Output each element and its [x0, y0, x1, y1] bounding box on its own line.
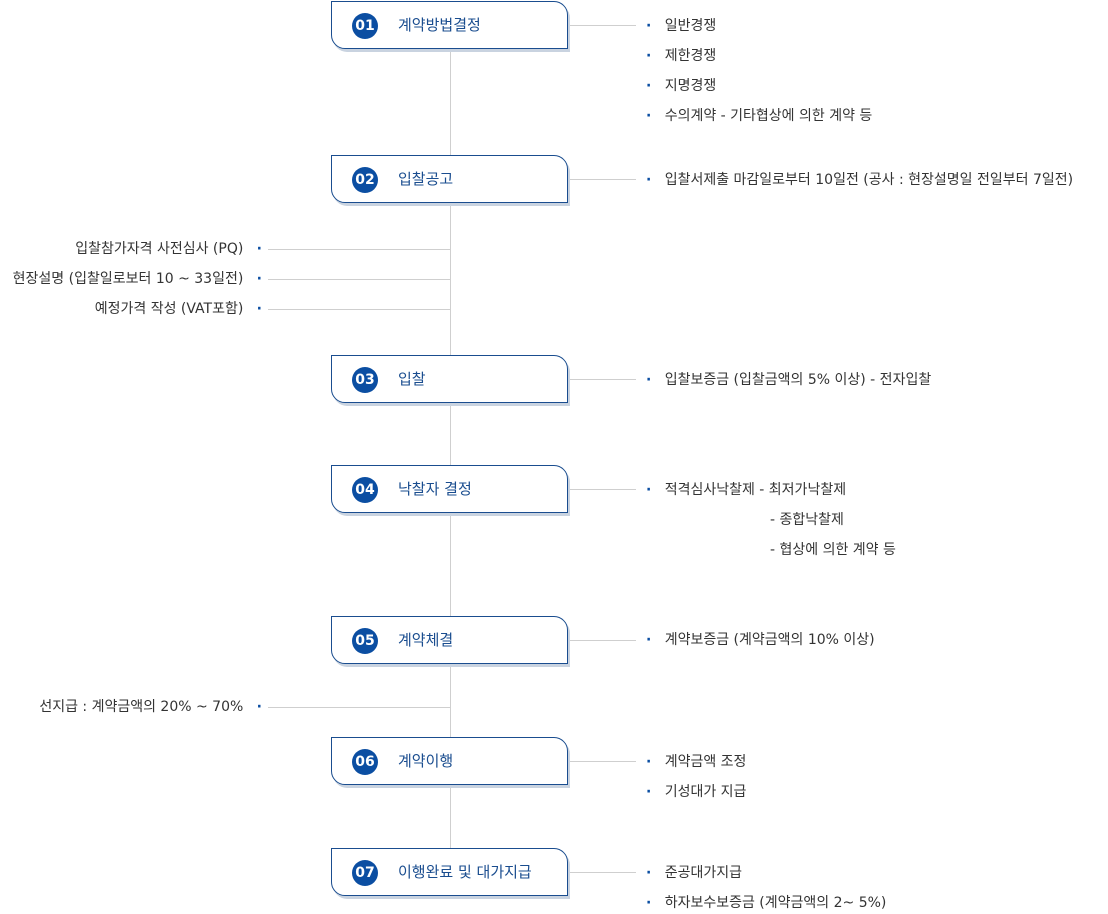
step-03-item: · 입찰보증금 (입찰금액의 5% 이상) - 전자입찰 [646, 371, 931, 389]
connector-line [268, 249, 450, 250]
bullet-icon: · [646, 108, 652, 124]
bullet-icon: · [646, 784, 652, 800]
connector-line [268, 309, 450, 310]
left-note: 현장설명 (입찰일로보터 10 ~ 33일전) · [13, 270, 262, 288]
bullet-icon: · [646, 372, 652, 388]
step-number-badge: 04 [352, 477, 378, 503]
step-01-box: 01 계약방법결정 [331, 1, 568, 49]
step-06-item: · 계약금액 조정 [646, 753, 746, 771]
bullet-icon: · [256, 699, 262, 715]
step-number-badge: 07 [352, 860, 378, 886]
step-number-badge: 06 [352, 749, 378, 775]
step-title: 계약체결 [398, 631, 454, 649]
step-01-item: · 제한경쟁 [646, 47, 716, 65]
step-number-badge: 03 [352, 367, 378, 393]
item-text: 하자보수보증금 (계약금액의 2~ 5%) [664, 895, 887, 911]
step-number-badge: 01 [352, 13, 378, 39]
connector-line [570, 489, 636, 490]
item-text: 계약보증금 (계약금액의 10% 이상) [664, 632, 875, 648]
item-text: 지명경쟁 [664, 78, 717, 94]
note-text: 선지급 : 계약금액의 20% ~ 70% [39, 699, 244, 715]
bullet-icon: · [646, 18, 652, 34]
step-07-item: · 하자보수보증금 (계약금액의 2~ 5%) [646, 894, 886, 912]
item-text: 입찰서제출 마감일로부터 10일전 (공사 : 현장설명일 전일부터 7일전) [664, 172, 1074, 188]
step-title: 입찰 [398, 370, 426, 388]
item-text: 준공대가지급 [664, 865, 742, 881]
step-01-item: · 일반경쟁 [646, 17, 716, 35]
step-number-badge: 02 [352, 167, 378, 193]
step-06-box: 06 계약이행 [331, 737, 568, 785]
step-03-box: 03 입찰 [331, 355, 568, 403]
item-text: 일반경쟁 [664, 18, 717, 34]
step-07-item: · 준공대가지급 [646, 864, 742, 882]
left-note: 선지급 : 계약금액의 20% ~ 70% · [39, 698, 262, 716]
step-07-box: 07 이행완료 및 대가지급 [331, 848, 568, 896]
step-title: 계약방법결정 [398, 16, 481, 34]
step-title: 이행완료 및 대가지급 [398, 863, 532, 881]
bullet-icon: · [646, 482, 652, 498]
step-number-badge: 05 [352, 628, 378, 654]
timeline-line [450, 26, 451, 876]
bullet-icon: · [256, 241, 262, 257]
item-text: 제한경쟁 [664, 48, 717, 64]
bullet-icon: · [646, 78, 652, 94]
note-text: 현장설명 (입찰일로보터 10 ~ 33일전) [12, 271, 244, 287]
step-title: 낙찰자 결정 [398, 480, 472, 498]
bullet-icon: · [646, 48, 652, 64]
step-02-box: 02 입찰공고 [331, 155, 568, 203]
connector-line [570, 761, 636, 762]
connector-line [268, 707, 450, 708]
step-04-sub-item: - 협상에 의한 계약 등 [770, 542, 896, 558]
step-title: 계약이행 [398, 752, 454, 770]
bullet-icon: · [646, 172, 652, 188]
connector-line [570, 872, 636, 873]
item-text: 계약금액 조정 [664, 754, 747, 770]
left-note: 예정가격 작성 (VAT포함) · [95, 300, 262, 318]
bullet-icon: · [646, 632, 652, 648]
connector-line [268, 279, 450, 280]
connector-line [570, 640, 636, 641]
item-text: 수의계약 - 기타협상에 의한 계약 등 [664, 108, 873, 124]
step-05-box: 05 계약체결 [331, 616, 568, 664]
left-note: 입찰참가자격 사전심사 (PQ) · [75, 240, 262, 258]
note-text: 예정가격 작성 (VAT포함) [94, 301, 244, 317]
step-05-item: · 계약보증금 (계약금액의 10% 이상) [646, 631, 875, 649]
step-02-item: · 입찰서제출 마감일로부터 10일전 (공사 : 현장설명일 전일부터 7일전… [646, 171, 1073, 189]
step-04-box: 04 낙찰자 결정 [331, 465, 568, 513]
connector-line [570, 379, 636, 380]
item-text: 적격심사낙찰제 - 최저가낙찰제 [664, 482, 847, 498]
note-text: 입찰참가자격 사전심사 (PQ) [75, 241, 244, 257]
item-text: 입찰보증금 (입찰금액의 5% 이상) - 전자입찰 [664, 372, 932, 388]
connector-line [570, 25, 636, 26]
bullet-icon: · [646, 754, 652, 770]
bullet-icon: · [646, 895, 652, 911]
step-04-sub-item: - 종합낙찰제 [770, 512, 844, 528]
step-04-item: · 적격심사낙찰제 - 최저가낙찰제 [646, 481, 846, 499]
bullet-icon: · [646, 865, 652, 881]
step-01-item: · 수의계약 - 기타협상에 의한 계약 등 [646, 107, 872, 125]
step-title: 입찰공고 [398, 170, 454, 188]
bullet-icon: · [256, 271, 262, 287]
step-01-item: · 지명경쟁 [646, 77, 716, 95]
connector-line [570, 179, 636, 180]
item-text: 기성대가 지급 [664, 784, 747, 800]
step-06-item: · 기성대가 지급 [646, 783, 746, 801]
bullet-icon: · [256, 301, 262, 317]
